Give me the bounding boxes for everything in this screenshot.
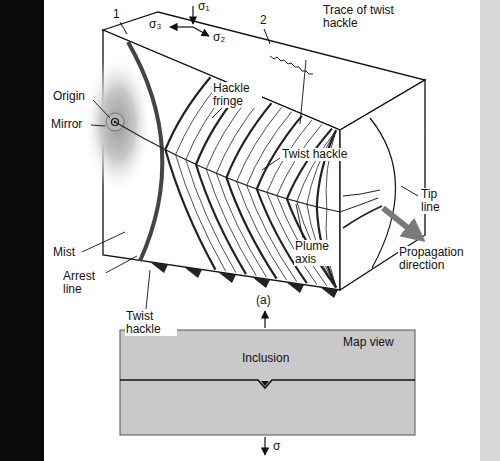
hackle-line [186, 160, 236, 273]
inclusion [261, 381, 269, 386]
twist-hackle-step [150, 262, 168, 273]
hackle-line [165, 77, 210, 149]
map-view-block [120, 330, 415, 435]
figure-label: Origin [52, 90, 86, 103]
figure-label: Mist [52, 246, 76, 259]
figure-label: Hackle fringe [212, 82, 262, 108]
twist-hackle-step [286, 282, 304, 293]
figure-label: Propagation direction [398, 246, 480, 272]
hackle-line [176, 155, 226, 271]
figure-label: (a) [255, 294, 272, 307]
stress-arrow [170, 26, 193, 27]
stress-arrow [264, 437, 265, 455]
twist-hackle-step [320, 287, 338, 298]
twist-hackle-step [218, 272, 236, 283]
twist-hackle-steps [150, 262, 338, 298]
hackle-line [326, 130, 336, 209]
leader-lines [82, 60, 418, 309]
figure-label: Trace of twist hackle [322, 4, 404, 30]
hackle-line [287, 129, 332, 199]
twist-hackle-trace [270, 56, 313, 74]
leader-line [264, 29, 270, 44]
fracture-trace [120, 380, 415, 388]
stress-arrow [264, 311, 265, 328]
stress-arrow [192, 6, 193, 24]
figure-label: Tip line [420, 188, 458, 214]
hackle-line [216, 173, 266, 277]
page-edge [480, 0, 500, 461]
figure-label: Twist hackle [281, 148, 348, 161]
hackle-line [216, 99, 261, 174]
hackle-line [287, 199, 336, 288]
stress-arrow [193, 27, 209, 36]
hackle-line [227, 103, 272, 178]
propagation-arrow [383, 208, 418, 236]
plume-axis [115, 122, 340, 212]
twist-hackle-step [252, 277, 270, 288]
page-edge [0, 0, 44, 461]
figure-label: σ₁ [197, 0, 210, 13]
hackle-line [165, 150, 215, 270]
figure-label: σ₂ [212, 31, 226, 44]
leader-line [120, 22, 127, 34]
figure-label: Inclusion [241, 352, 290, 365]
figure-label: Mirror [50, 118, 83, 131]
hackle-lines [165, 77, 336, 287]
figure-label: Plume axis [294, 240, 336, 266]
twist-hackle-step [184, 267, 202, 278]
hackle-line [206, 169, 256, 276]
figure-label: 2 [259, 14, 268, 27]
hackle-line [343, 206, 382, 228]
hackle-line [343, 190, 380, 196]
figure-label: Arrest line [62, 270, 106, 296]
figure-label: Map view [342, 336, 395, 349]
figure-label: σ₃ [148, 18, 162, 31]
figure-label: 1 [112, 8, 121, 21]
hackle-line [257, 189, 307, 283]
figure-label: σ [272, 440, 281, 453]
hackle-line [237, 107, 282, 181]
hackle-line [196, 165, 246, 275]
tip-line [370, 118, 396, 268]
figure-label: Twist hackle [125, 310, 177, 336]
arrest-line [128, 42, 162, 261]
